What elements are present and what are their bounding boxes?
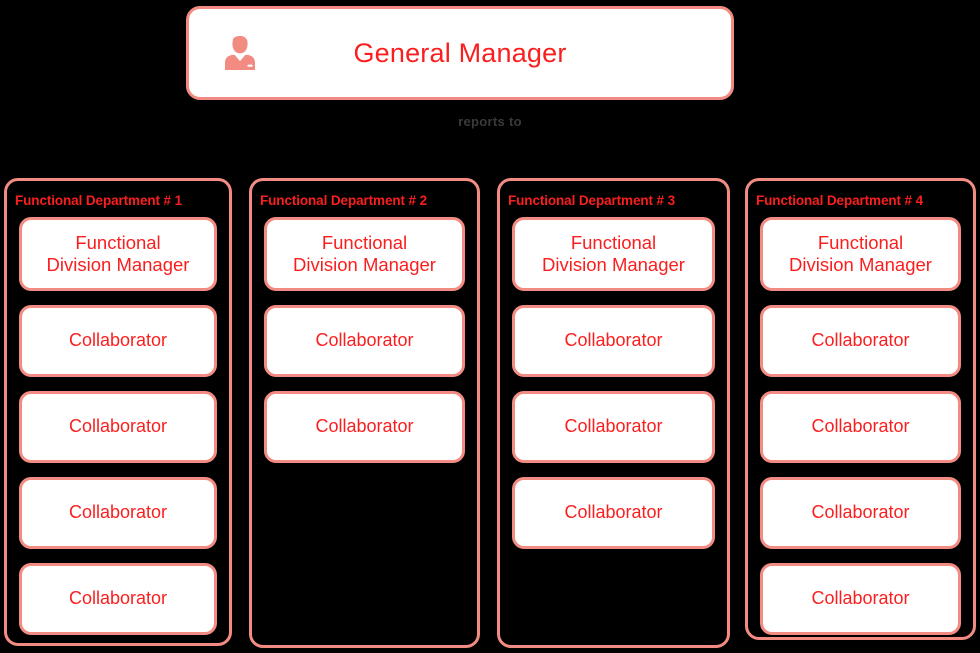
department-column-2[interactable]: Functional Department # 2 Functional Div… (249, 178, 480, 648)
collaborator-node[interactable]: Collaborator (19, 391, 217, 463)
division-manager-line2-4: Division Manager (789, 254, 932, 275)
collaborator-node[interactable]: Collaborator (760, 477, 961, 549)
division-manager-node-1[interactable]: Functional Division Manager (19, 217, 217, 291)
collaborator-label: Collaborator (68, 502, 168, 523)
department-column-1[interactable]: Functional Department # 1 Functional Div… (4, 178, 232, 646)
collaborator-node[interactable]: Collaborator (19, 477, 217, 549)
division-manager-line1-4: Functional (817, 232, 904, 254)
department-3-header: Functional Department # 3 (508, 193, 676, 208)
division-manager-label-1: Functional Division Manager (43, 232, 194, 276)
collaborator-label: Collaborator (811, 502, 910, 523)
reports-to-label: reports to (458, 114, 522, 129)
division-manager-node-4[interactable]: Functional Division Manager (760, 217, 961, 291)
department-1-header: Functional Department # 1 (15, 193, 183, 208)
collaborator-label: Collaborator (564, 502, 663, 523)
collaborator-label: Collaborator (68, 416, 168, 437)
division-manager-line2-3: Division Manager (542, 254, 685, 275)
general-manager-node[interactable]: General Manager (186, 6, 734, 100)
general-manager-label: General Manager (353, 37, 567, 68)
department-1-nodes: Functional Division Manager Collaborator… (19, 217, 217, 649)
collaborator-node[interactable]: Collaborator (19, 563, 217, 635)
collaborator-node[interactable]: Collaborator (760, 305, 961, 377)
collaborator-node[interactable]: Collaborator (264, 305, 465, 377)
department-4-nodes: Functional Division Manager Collaborator… (760, 217, 961, 649)
collaborator-label: Collaborator (564, 330, 663, 351)
division-manager-label-4: Functional Division Manager (785, 232, 936, 276)
manager-person-icon (219, 32, 261, 74)
department-2-nodes: Functional Division Manager Collaborator… (264, 217, 465, 477)
department-column-4[interactable]: Functional Department # 4 Functional Div… (745, 178, 976, 640)
division-manager-node-2[interactable]: Functional Division Manager (264, 217, 465, 291)
department-3-nodes: Functional Division Manager Collaborator… (512, 217, 715, 563)
department-4-header: Functional Department # 4 (756, 193, 924, 208)
collaborator-node[interactable]: Collaborator (512, 477, 715, 549)
collaborator-label: Collaborator (68, 588, 168, 609)
division-manager-label-3: Functional Division Manager (538, 232, 689, 276)
collaborator-label: Collaborator (564, 416, 663, 437)
collaborator-node[interactable]: Collaborator (512, 305, 715, 377)
collaborator-label: Collaborator (811, 330, 910, 351)
division-manager-line1-2: Functional (321, 232, 408, 254)
department-2-header: Functional Department # 2 (260, 193, 428, 208)
collaborator-node[interactable]: Collaborator (760, 391, 961, 463)
collaborator-label: Collaborator (315, 330, 414, 351)
collaborator-node[interactable]: Collaborator (19, 305, 217, 377)
division-manager-line1-1: Functional (75, 232, 161, 254)
collaborator-label: Collaborator (811, 416, 910, 437)
division-manager-label-2: Functional Division Manager (289, 232, 440, 276)
collaborator-node[interactable]: Collaborator (512, 391, 715, 463)
collaborator-label: Collaborator (68, 330, 168, 351)
collaborator-node[interactable]: Collaborator (760, 563, 961, 635)
collaborator-label: Collaborator (315, 416, 414, 437)
division-manager-node-3[interactable]: Functional Division Manager (512, 217, 715, 291)
division-manager-line1-3: Functional (570, 232, 657, 254)
division-manager-line2-1: Division Manager (46, 254, 190, 275)
division-manager-line2-2: Division Manager (293, 254, 436, 275)
collaborator-node[interactable]: Collaborator (264, 391, 465, 463)
general-manager-box[interactable]: General Manager (186, 6, 734, 100)
department-column-3[interactable]: Functional Department # 3 Functional Div… (497, 178, 730, 648)
collaborator-label: Collaborator (811, 588, 910, 609)
